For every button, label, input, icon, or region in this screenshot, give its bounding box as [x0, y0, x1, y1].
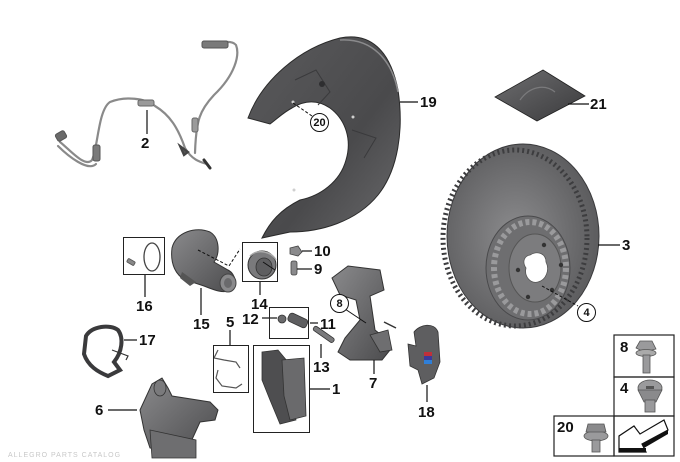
- guide-bolt[interactable]: [312, 325, 335, 343]
- parking-brake-actuator[interactable]: [171, 229, 237, 293]
- countersunk-screw-icon: [637, 379, 663, 413]
- group-box-5: [213, 345, 249, 393]
- callout-17[interactable]: 17: [139, 332, 156, 349]
- wear-sensor-set[interactable]: [213, 349, 243, 389]
- sealing-ring[interactable]: [247, 250, 277, 280]
- caliper-housing[interactable]: [139, 377, 219, 459]
- callout-9[interactable]: 9: [314, 261, 323, 278]
- callout-14[interactable]: 14: [251, 296, 268, 313]
- hex-bolt-icon: [583, 423, 609, 453]
- callout-3[interactable]: 3: [622, 237, 631, 254]
- callout-15[interactable]: 15: [193, 316, 210, 333]
- callout-19[interactable]: 19: [420, 94, 437, 111]
- callout-8-circled[interactable]: 8: [330, 294, 349, 313]
- callout-20-circled[interactable]: 20: [310, 113, 329, 132]
- group-box-14: [242, 242, 278, 282]
- bleeder-valve[interactable]: [290, 260, 298, 276]
- fastener-cell-20-label[interactable]: 20: [557, 419, 574, 436]
- badge-dark-blue-stripe: [424, 356, 432, 360]
- callout-1[interactable]: 1: [332, 381, 341, 398]
- callout-13[interactable]: 13: [313, 359, 330, 376]
- callout-2[interactable]: 2: [141, 135, 150, 152]
- callout-16[interactable]: 16: [136, 298, 153, 315]
- callout-5[interactable]: 5: [226, 314, 235, 331]
- bracket[interactable]: [81, 324, 129, 379]
- guide-sleeve-set[interactable]: [277, 312, 309, 329]
- repair-kit-contents[interactable]: [126, 242, 161, 272]
- fastener-cell-8-label[interactable]: 8: [620, 339, 629, 356]
- direction-arrow-icon: [618, 419, 669, 453]
- callout-7[interactable]: 7: [369, 375, 378, 392]
- callout-6[interactable]: 6: [95, 402, 104, 419]
- callout-4-circled[interactable]: 4: [577, 303, 596, 322]
- callout-12[interactable]: 12: [242, 311, 259, 328]
- protection-plate[interactable]: [247, 36, 401, 239]
- badge-red-stripe: [424, 352, 432, 356]
- watermark: ALLEGRO PARTS CATALOG: [8, 452, 122, 459]
- brake-pad-set[interactable]: [261, 349, 307, 425]
- group-box-1: [253, 345, 310, 433]
- group-box-16: [123, 237, 165, 275]
- wear-sensor-cable[interactable]: [54, 40, 239, 170]
- group-box-11: [269, 307, 309, 339]
- callout-11[interactable]: 11: [320, 316, 336, 333]
- callout-10[interactable]: 10: [314, 243, 331, 260]
- flange-bolt-icon: [635, 340, 657, 374]
- callout-18[interactable]: 18: [418, 404, 435, 421]
- rubber-pad[interactable]: [494, 69, 586, 122]
- fastener-table: [553, 334, 675, 457]
- fastener-cell-4-label[interactable]: 4: [620, 380, 629, 397]
- brake-disc[interactable]: [440, 143, 600, 329]
- badge-light-blue-stripe: [424, 360, 432, 364]
- callout-21[interactable]: 21: [590, 96, 607, 113]
- dust-cap[interactable]: [289, 245, 303, 257]
- caliper-carrier[interactable]: [331, 265, 397, 361]
- caliper-cover-m-badge[interactable]: [407, 324, 441, 385]
